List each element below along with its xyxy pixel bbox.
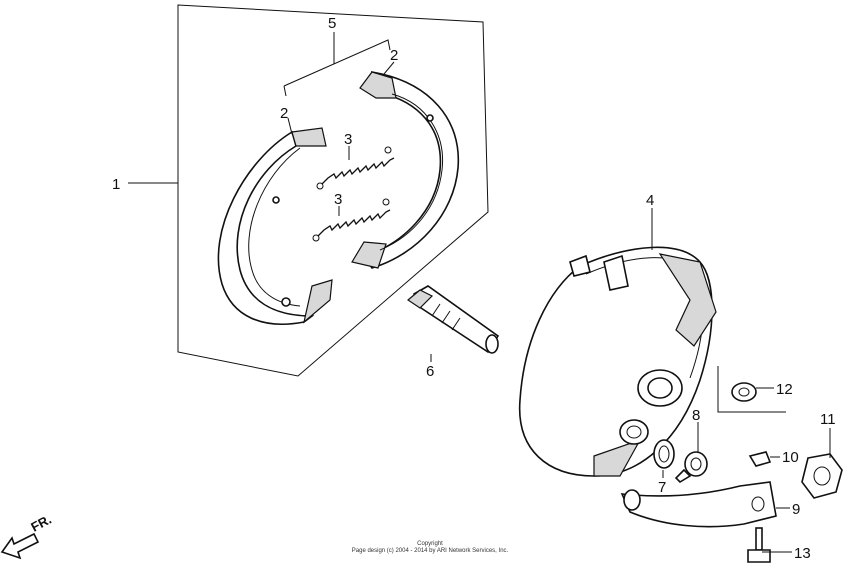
seal-7 — [653, 439, 675, 469]
callout-3-lower: 3 — [334, 191, 342, 208]
callout-5: 5 — [328, 15, 336, 32]
callout-9: 9 — [792, 501, 800, 518]
callout-7: 7 — [658, 479, 666, 496]
callout-11: 11 — [820, 411, 836, 428]
leader-lines — [128, 61, 831, 553]
callout-6: 6 — [426, 363, 434, 380]
callout-2-right: 2 — [390, 47, 398, 64]
nut-11 — [801, 453, 843, 499]
callout-2-left: 2 — [280, 105, 288, 122]
washer-12 — [731, 382, 757, 402]
shoe-assembly-outline — [177, 4, 489, 377]
front-direction-indicator: FR. — [0, 512, 54, 560]
brake-panel — [518, 246, 717, 477]
callout-4: 4 — [646, 192, 654, 209]
callouts: 1 5 2 2 3 3 4 6 7 8 9 10 11 12 13 — [112, 15, 836, 562]
clip-10 — [748, 451, 772, 467]
spring-upper — [316, 146, 395, 190]
callout-10: 10 — [782, 449, 799, 466]
copyright-line-1: Copyright — [417, 541, 443, 547]
bracket-5 — [283, 32, 391, 97]
bracket-12 — [717, 366, 786, 413]
brake-shoe-right — [351, 71, 460, 269]
callout-13: 13 — [794, 545, 811, 562]
bolt-13 — [747, 527, 771, 563]
callout-1: 1 — [112, 176, 120, 193]
callout-3-upper: 3 — [344, 131, 352, 148]
brake-arm-9 — [620, 481, 777, 528]
callout-12: 12 — [776, 381, 793, 398]
front-arrow-icon — [0, 532, 40, 560]
brake-shoe-left — [217, 127, 333, 326]
copyright-line-2: Page design (c) 2004 - 2014 by ARI Netwo… — [351, 548, 509, 554]
callout-8: 8 — [692, 407, 700, 424]
spring-lower — [312, 198, 391, 242]
front-label: FR. — [28, 512, 54, 535]
brake-cam — [406, 285, 500, 354]
indicator-plate-8 — [674, 451, 708, 484]
